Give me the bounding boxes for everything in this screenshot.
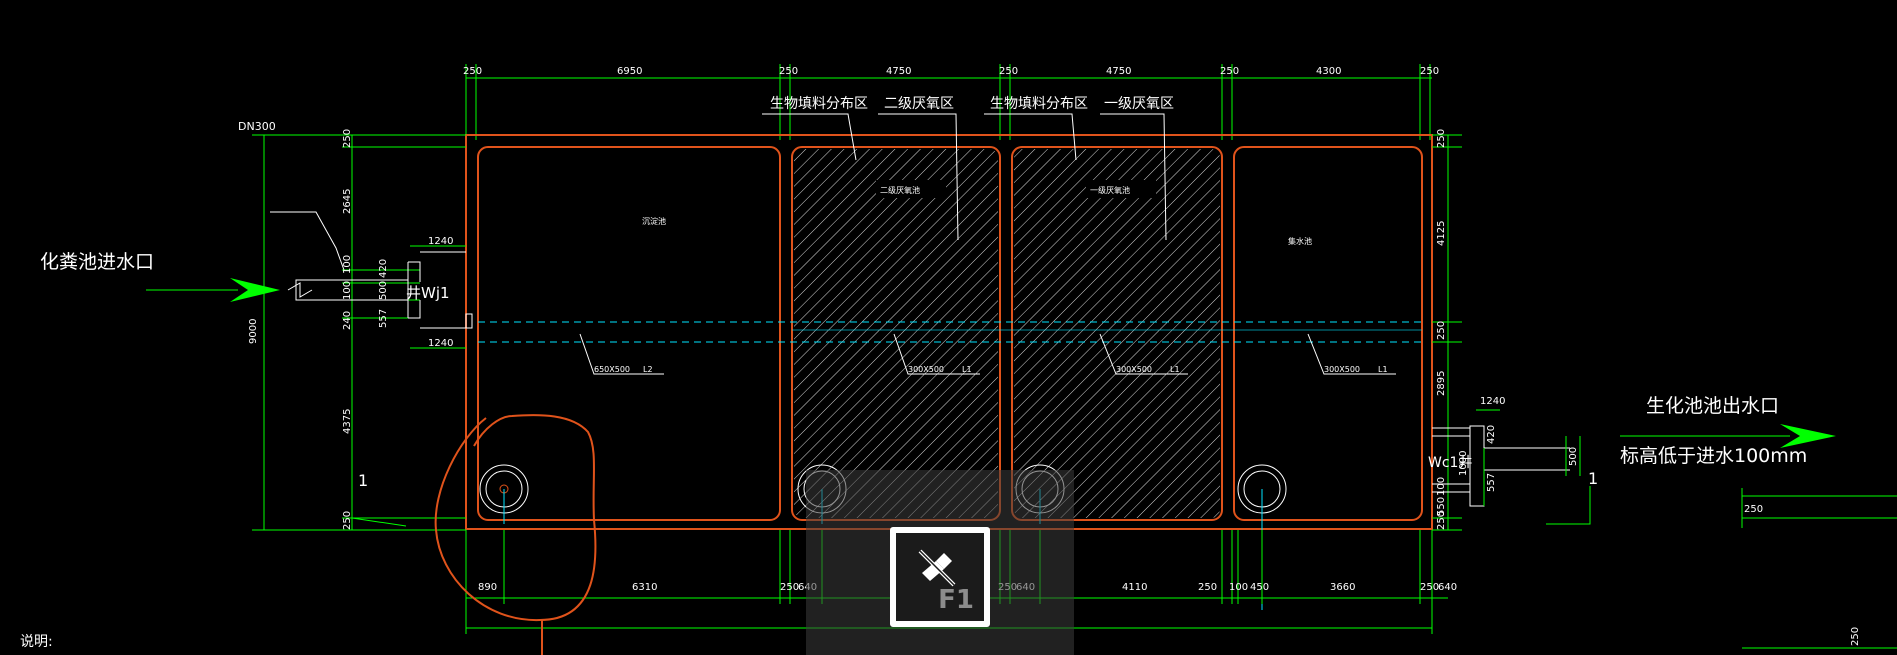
left-dim-1: 250 (342, 129, 353, 148)
pipe-label-1: 650X500 (594, 365, 630, 374)
inlet-title: 化粪池进水口 (40, 251, 154, 273)
bottom-dim-3: 250 (780, 582, 799, 593)
left-dim-3: 100 (342, 255, 353, 274)
bottom-dim-13: 250 (1420, 582, 1439, 593)
outlet-dim-5: 557 (1486, 473, 1497, 492)
far-right-dim-2: 250 (1850, 627, 1861, 646)
bottom-dim-11: 450 (1250, 582, 1269, 593)
top-dim-3: 250 (779, 66, 798, 77)
zone-bio-fill-1: 生物填料分布区 (770, 96, 868, 112)
left-dim-5: 240 (342, 311, 353, 330)
zone-anaerobic-1: 一级厌氧区 (1104, 96, 1174, 112)
f1-key-label: F1 (938, 585, 974, 615)
zone-labels: 生物填料分布区 二级厌氧区 生物填料分布区 一级厌氧区 (762, 96, 1174, 241)
mark-left: 1 (358, 471, 368, 490)
top-dim-1: 250 (463, 66, 482, 77)
left-dim-7: 250 (342, 511, 353, 530)
outlet-title: 生化池池出水口 (1646, 395, 1779, 417)
bottom-dim-12: 3660 (1330, 582, 1355, 593)
pipe-label-2b: L1 (962, 365, 972, 374)
top-dim-7: 250 (1220, 66, 1239, 77)
bottom-dim-10: 100 (1229, 582, 1248, 593)
zone-bio-fill-2: 生物填料分布区 (990, 96, 1088, 112)
bottom-dim-2: 6310 (632, 582, 657, 593)
bottom-dim-14: 640 (1438, 582, 1457, 593)
help-disabled-icon (918, 549, 956, 587)
pipe-labels: 650X500 L2 300X500 L1 300X500 L1 300X500… (579, 333, 1396, 375)
left-total: 9000 (248, 319, 259, 344)
top-dim-5: 250 (999, 66, 1018, 77)
hatch-zone-1 (1014, 149, 1220, 518)
pipe-label-4b: L1 (1378, 365, 1388, 374)
right-dim-6: 100 (1436, 477, 1447, 496)
top-dim-8: 4300 (1316, 66, 1341, 77)
right-dim-3: 250 (1436, 321, 1447, 340)
top-dim-9: 250 (1420, 66, 1439, 77)
outlet-note: 标高低于进水100mm (1620, 445, 1807, 467)
left-dimension-chain: 9000 250 2645 100 100 240 4375 250 1 (248, 129, 466, 531)
far-right-dim-1: 250 (1744, 504, 1763, 515)
pipe-lines (478, 321, 1422, 343)
bottom-dim-1: 890 (478, 582, 497, 593)
left-dim-4: 100 (342, 281, 353, 300)
top-dimension-chain: 250 6950 250 4750 250 4750 250 4300 250 (463, 64, 1439, 140)
chamber-label-4: 集水池 (1288, 236, 1312, 246)
bottom-dim-9: 250 (1198, 582, 1217, 593)
outlet-dim-3: 1000 (1458, 451, 1469, 476)
right-dim-4: 2895 (1436, 371, 1447, 396)
inlet-dim-3: 420 (378, 259, 389, 278)
outlet-dim-1: 1240 (1480, 396, 1505, 407)
outlet-dim-4: 500 (1568, 447, 1579, 466)
outlet-dim-2: 420 (1486, 425, 1497, 444)
pipe-label-3: 300X500 (1116, 365, 1152, 374)
inlet-detail: DN300 化粪池进水口 1240 1240 420 500 557 井Wj1 (40, 120, 473, 349)
mark-right: 1 (1588, 469, 1598, 488)
pipe-label-2: 300X500 (908, 365, 944, 374)
hatch-zone-2 (794, 149, 998, 518)
top-dim-2: 6950 (617, 66, 642, 77)
inlet-well: 井Wj1 (406, 284, 450, 302)
inlet-dim-4: 500 (378, 281, 389, 300)
left-dim-2: 2645 (342, 189, 353, 214)
chamber-label-1: 沉淀池 (642, 216, 666, 226)
bottom-dim-8: 4110 (1122, 582, 1147, 593)
outlet-well: Wc1井 (1428, 455, 1472, 471)
right-dim-5: 250 (1436, 511, 1447, 530)
inlet-dim-1: 1240 (428, 236, 453, 247)
right-dim-2: 4125 (1436, 221, 1447, 246)
zone-anaerobic-2: 二级厌氧区 (884, 96, 954, 112)
top-dim-4: 4750 (886, 66, 911, 77)
pipe-label-4: 300X500 (1324, 365, 1360, 374)
inlet-dim-2: 1240 (428, 338, 453, 349)
f1-help-button[interactable]: F1 (890, 527, 990, 627)
right-dimension-chain: 250 4125 250 2895 250 100 550 (1432, 129, 1462, 531)
pipe-label-1b: L2 (643, 365, 653, 374)
right-dim-7: 550 (1436, 497, 1447, 516)
markup-freehand-circle (434, 414, 597, 622)
left-dim-6: 4375 (342, 409, 353, 434)
note-label: 说明: (20, 634, 53, 650)
top-dim-6: 4750 (1106, 66, 1131, 77)
chamber-label-2: 二级厌氧池 (880, 185, 920, 195)
inlet-dim-5: 557 (378, 309, 389, 328)
pipe-label-3b: L1 (1170, 365, 1180, 374)
right-dim-1: 250 (1436, 129, 1447, 148)
chamber-labels: 沉淀池 二级厌氧池 一级厌氧池 集水池 (642, 180, 1312, 246)
chamber-label-3: 一级厌氧池 (1090, 185, 1130, 195)
inlet-pipe-size: DN300 (238, 120, 276, 133)
outlet-detail: 1240 420 1000 500 557 Wc1井 1 生化池池出水口 标高低… (1428, 395, 1897, 649)
